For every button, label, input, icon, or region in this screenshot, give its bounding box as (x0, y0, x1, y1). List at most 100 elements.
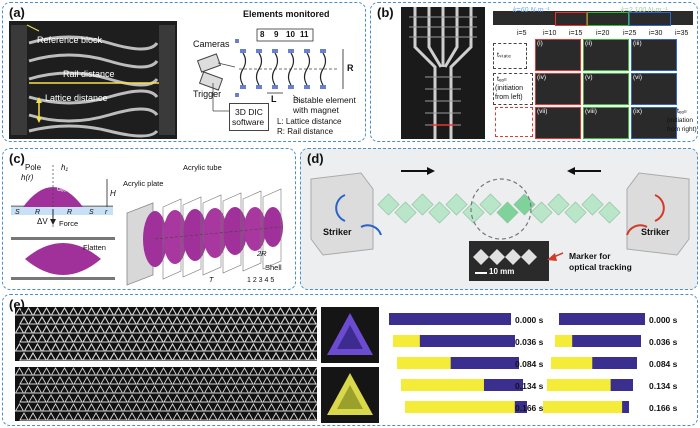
lattice-photo-top (15, 307, 317, 361)
lattice-cell (154, 376, 164, 385)
highlight-green (587, 12, 629, 26)
lattice-cell (167, 367, 178, 376)
lattice-cell (262, 351, 272, 361)
bar-left-fill (397, 357, 451, 369)
shell-numbers: 1 2 3 4 5 (247, 277, 275, 284)
t-right-label-2: (initiation (667, 117, 694, 124)
lattice-cell (284, 307, 295, 316)
lattice-cell (15, 342, 25, 352)
lattice-cell (122, 403, 133, 412)
lattice-cell (127, 412, 137, 421)
lattice-cell (253, 315, 263, 325)
lattice-cell (158, 307, 169, 316)
lattice-cell (194, 403, 205, 412)
frame-2 (583, 39, 629, 71)
u-dome-label: uₑₒₘₑ (57, 186, 74, 193)
lattice-cell (185, 307, 196, 316)
lattice-cell (311, 307, 317, 316)
lattice-cell (217, 351, 227, 361)
lattice-cell (55, 394, 65, 403)
lattice-cell (28, 376, 38, 385)
lattice-cell (59, 324, 70, 334)
lattice-cell (154, 333, 164, 343)
bar-left (393, 335, 515, 347)
lattice-cell (298, 376, 308, 385)
t-left-box (493, 73, 533, 105)
lattice-cell (73, 351, 83, 361)
lattice-cell (199, 315, 209, 325)
lattice-cell (298, 394, 308, 403)
lattice-cell (46, 394, 56, 403)
lattice-cell (140, 385, 151, 394)
lattice-cell (280, 376, 290, 385)
time-right-1: 0.036 s (649, 337, 678, 347)
lattice-cell (293, 342, 304, 352)
element-number-11: 11 (300, 30, 309, 39)
lattice-cell (217, 315, 227, 325)
lattice-cell (190, 412, 200, 421)
frame-label-iv: (iv) (537, 74, 547, 81)
panel-a: (a) Reference block Rail distance Lattic… (2, 2, 366, 142)
bar-right-fill (543, 401, 623, 413)
cube-block (479, 193, 502, 216)
time-left-1: 0.036 s (515, 337, 544, 347)
lattice-cell (212, 367, 223, 376)
marker-label-1: Marker for (569, 251, 611, 261)
lattice-cell (280, 315, 290, 325)
lattice-cell (239, 367, 250, 376)
lattice-cell (28, 412, 38, 421)
lattice-cell (136, 412, 146, 421)
lattice-cell (46, 351, 56, 361)
cube-block (496, 201, 519, 224)
cube-block (598, 201, 621, 224)
lattice-cell (203, 307, 214, 316)
i-label-5: i=5 (517, 30, 527, 37)
lattice-cell (50, 307, 61, 316)
lattice-cell (275, 385, 286, 394)
lattice-cell (158, 385, 169, 394)
lattice-cell (32, 367, 43, 376)
element-number-10: 10 (286, 30, 295, 39)
lattice-cell (208, 376, 218, 385)
lattice-cell (212, 307, 223, 316)
lattice-cell (266, 403, 277, 412)
lattice-cell (68, 342, 79, 352)
time-right-2: 0.084 s (649, 359, 678, 369)
lattice-cell (239, 342, 250, 352)
bar-right (559, 313, 645, 325)
axis-T-label: T (209, 277, 214, 284)
lattice-cell (181, 394, 191, 403)
lattice-cell (271, 376, 281, 385)
lattice-cell (91, 412, 101, 421)
cube-block (394, 201, 417, 224)
lattice-cell (50, 367, 61, 376)
h1-label: h₁ (61, 163, 68, 172)
lattice-cell (149, 385, 160, 394)
branch-structure (409, 7, 477, 139)
shell-label: Shell (265, 263, 282, 272)
lattice-cell (41, 403, 52, 412)
bar-right-fill (547, 379, 611, 391)
lattice-cell (311, 342, 317, 352)
lattice-cell (293, 307, 304, 316)
lattice-cell (302, 307, 313, 316)
t-state-label: tₛₜₐₜₑ (497, 52, 511, 59)
flatten-label: Flatten (83, 243, 106, 252)
lattice-cell (217, 376, 227, 385)
lattice-cell (253, 351, 263, 361)
lattice-cell (239, 307, 250, 316)
lattice-cell (131, 342, 142, 352)
lattice-cell (154, 315, 164, 325)
lattice-cell (32, 385, 43, 394)
lattice-cell (262, 394, 272, 403)
lattice-cell (199, 394, 209, 403)
frame-6 (631, 73, 677, 105)
lattice-cell (122, 324, 133, 334)
lattice-cell (262, 315, 272, 325)
scale-bar-label: 10 mm (489, 267, 515, 276)
lattice-cell (113, 385, 124, 394)
lattice-cell (104, 403, 115, 412)
lattice-cell (257, 367, 268, 376)
lattice-photo-bottom (15, 367, 317, 421)
lattice-cell (194, 385, 205, 394)
